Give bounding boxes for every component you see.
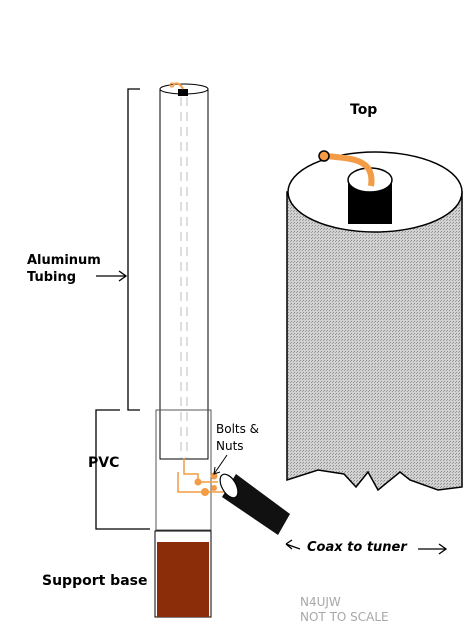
top-view-label: Top [350,102,378,118]
bolts-label-line1: Bolts & [216,422,260,436]
pvc-coupler [155,409,212,531]
aluminum-tubing [159,83,209,460]
coax-arrows [285,539,448,555]
coax-label: Coax to tuner [307,540,407,555]
bolts-nuts-label: Bolts & Nuts [216,421,259,455]
left-arrow-icon [285,539,301,550]
aluminum-tubing-label: Aluminum Tubing [27,252,101,286]
top-view-closeup [286,150,463,492]
aluminum-bracket [96,88,140,411]
tube-top-fitting [169,82,188,96]
bolts-label-line2: Nuts [216,439,244,453]
callsign-text: N4UJW [300,595,341,609]
support-base-label: Support base [42,573,148,589]
feed-wiring [177,458,228,496]
coax-cable [219,473,290,535]
aluminum-label-line2: Tubing [27,270,77,285]
pvc-bracket [95,409,150,530]
bolts-pointer-arrow [213,454,228,475]
support-base [154,530,212,618]
aluminum-label-line1: Aluminum [27,253,101,268]
scale-note-text: NOT TO SCALE [300,610,389,624]
pvc-label: PVC [88,455,120,471]
